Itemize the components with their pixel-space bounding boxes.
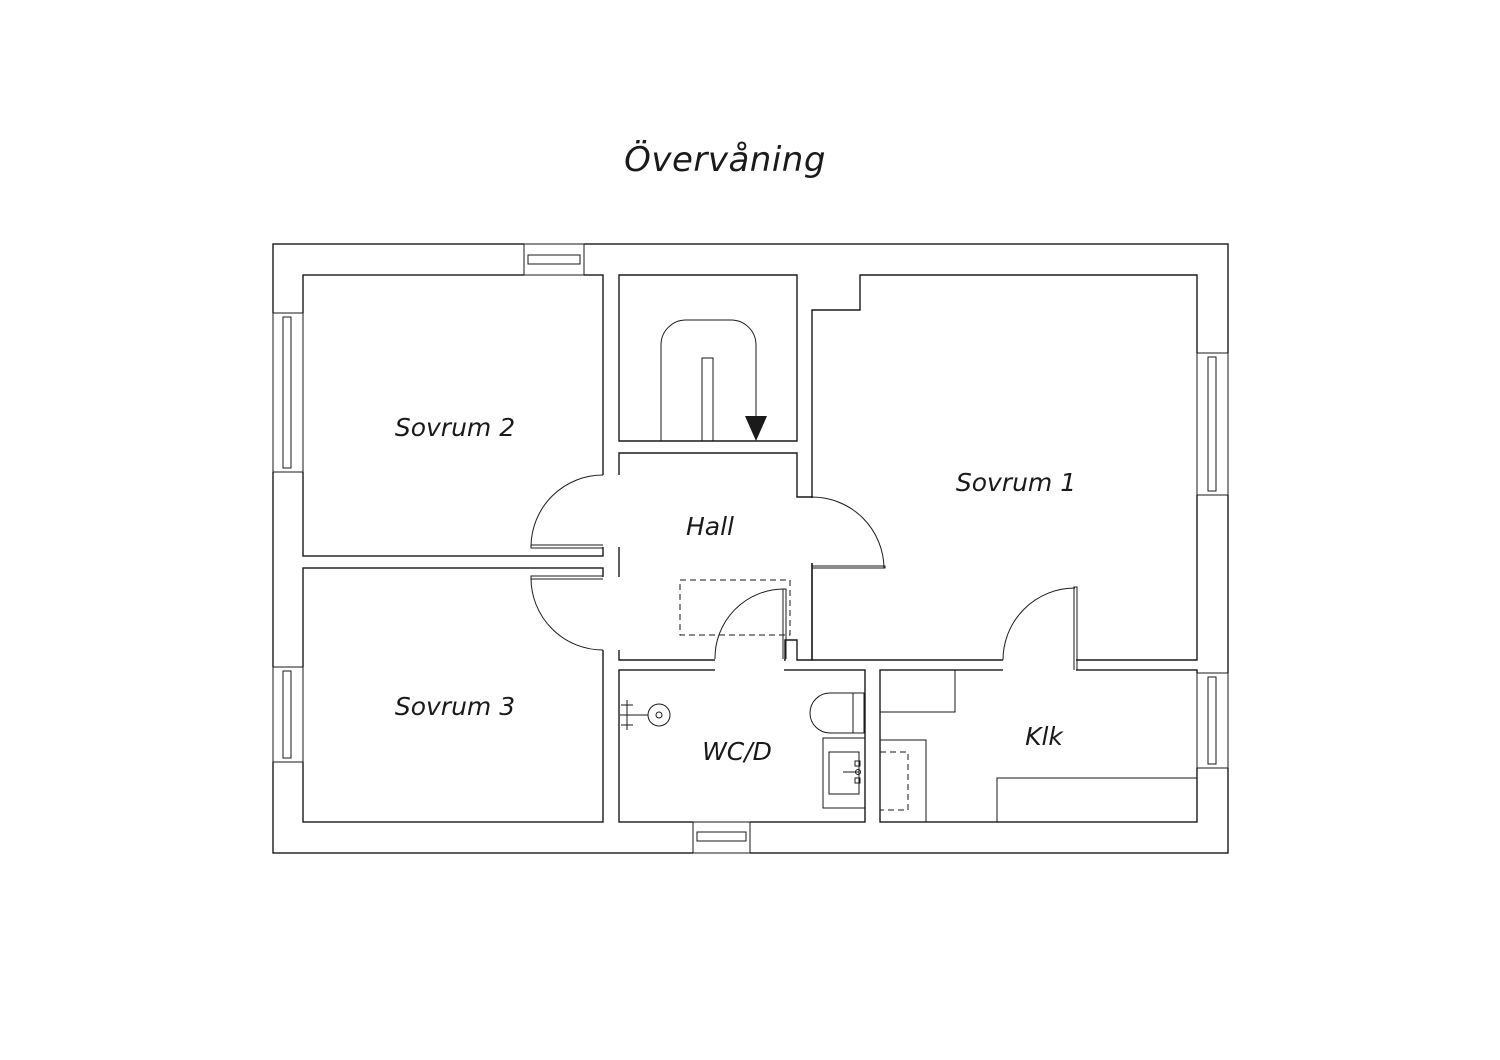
wash-basin	[822, 737, 866, 809]
window-right-upper	[1196, 352, 1229, 496]
door-sovrum-1	[811, 496, 886, 569]
window-bottom	[692, 821, 751, 854]
shower-fixture	[620, 700, 671, 730]
room-label-sovrum-3: Sovrum 3	[395, 692, 515, 721]
room-label-wc: WC/D	[702, 737, 772, 766]
floor-title: Övervåning	[624, 140, 826, 180]
room-label-sovrum-2: Sovrum 2	[395, 413, 515, 442]
klk-shelf	[880, 670, 956, 713]
toilet	[809, 692, 865, 734]
window-right-lower	[1196, 672, 1229, 769]
room-label-hall: Hall	[686, 512, 734, 541]
door-wc	[714, 588, 787, 660]
room-outline-stair	[618, 274, 798, 442]
klk-cabinet	[879, 739, 927, 822]
room-label-klk: Klk	[1025, 722, 1064, 751]
room-label-sovrum-1: Sovrum 1	[956, 468, 1076, 497]
door-klk	[1002, 586, 1078, 670]
window-left-upper	[272, 312, 304, 473]
staircase	[660, 319, 767, 441]
door-sovrum-3	[530, 575, 604, 651]
attic-hatch	[679, 579, 791, 636]
door-sovrum-2	[530, 474, 604, 549]
klk-bench	[996, 777, 1197, 822]
stair-direction-arrow	[745, 416, 767, 441]
room-outline-sovrum-1	[811, 274, 1198, 661]
window-left-lower	[272, 666, 304, 763]
window-top	[523, 243, 585, 276]
